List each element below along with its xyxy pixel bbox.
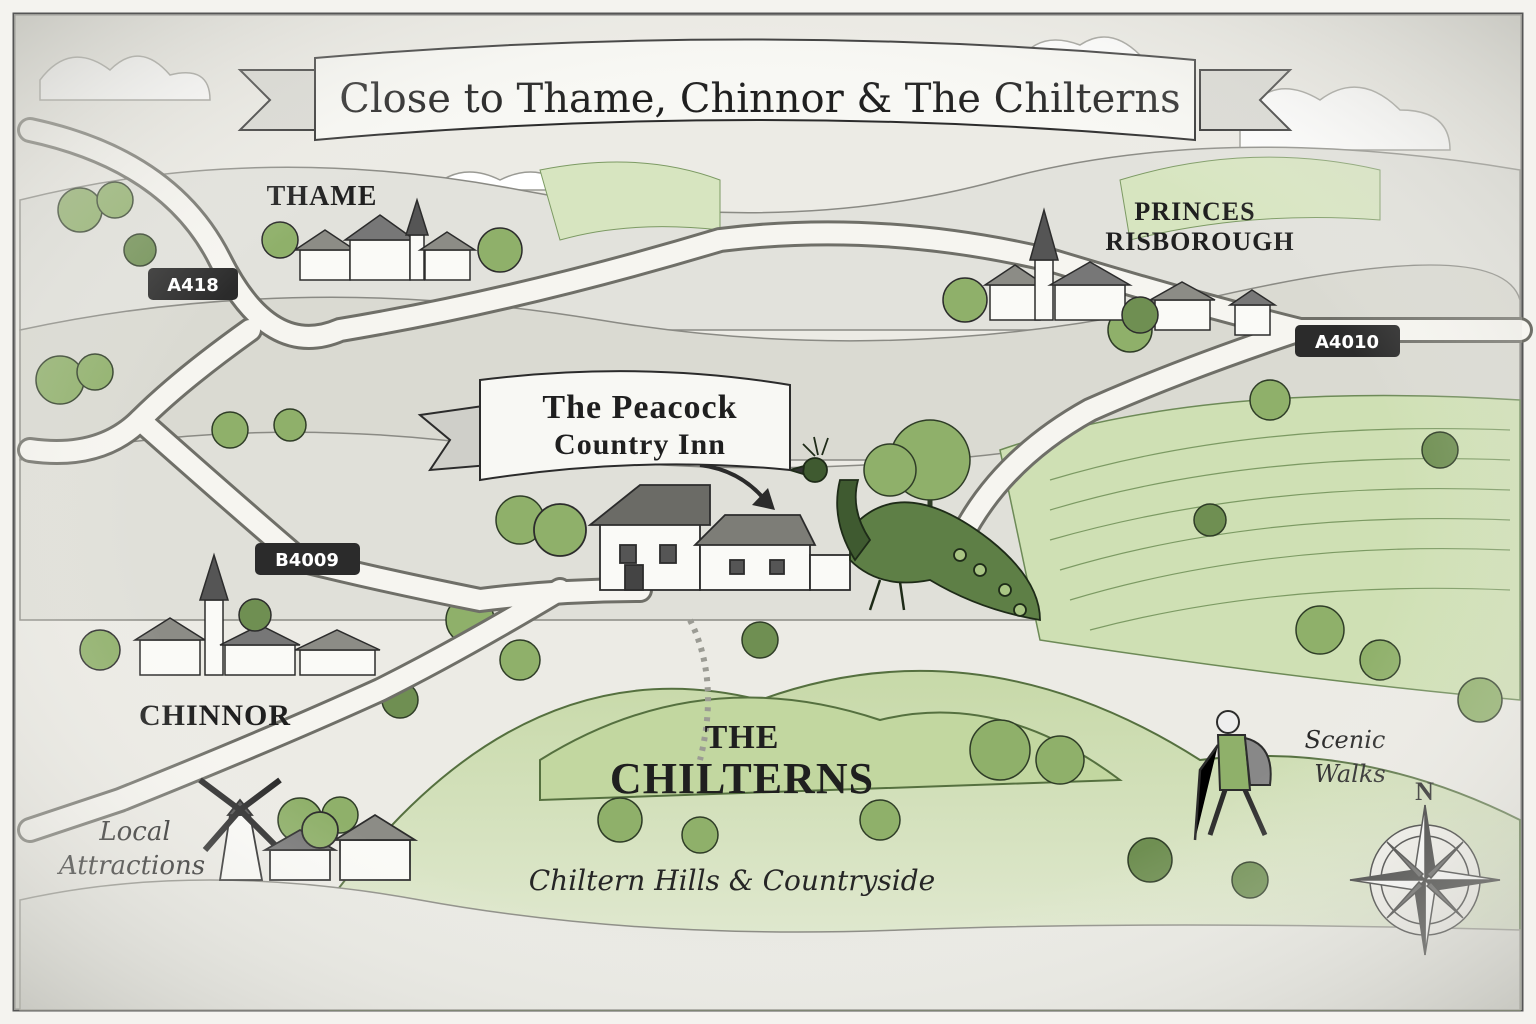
compass-north-label: N [1415,777,1435,806]
inn-name-line2: Country Inn [554,428,726,461]
region-label-line1: THE [705,719,780,756]
scenic-walks-line2: Walks [1314,760,1385,788]
region-subtitle: Chiltern Hills & Countryside [529,864,936,897]
road-sign-a4010: A4010 [1295,325,1400,357]
local-attractions-line2: Attractions [57,851,205,881]
town-label-princes-line1: PRINCES [1134,197,1255,226]
town-label-chinnor: CHINNOR [139,699,291,732]
town-label-thame: THAME [267,181,378,212]
inn-name-line1: The Peacock [542,389,737,426]
road-sign-a418-text: A418 [167,275,219,296]
road-sign-a418: A418 [148,268,238,300]
road-sign-b4009: B4009 [255,543,360,575]
scenic-walks-line1: Scenic [1305,726,1386,754]
map-title: Close to Thame, Chinnor & The Chilterns [339,76,1180,122]
town-label-princes-line2: RISBOROUGH [1105,227,1294,256]
region-label-line2: CHILTERNS [610,754,874,803]
road-sign-b4009-text: B4009 [275,550,339,571]
local-attractions-line1: Local [98,817,170,847]
road-sign-a4010-text: A4010 [1315,332,1379,353]
